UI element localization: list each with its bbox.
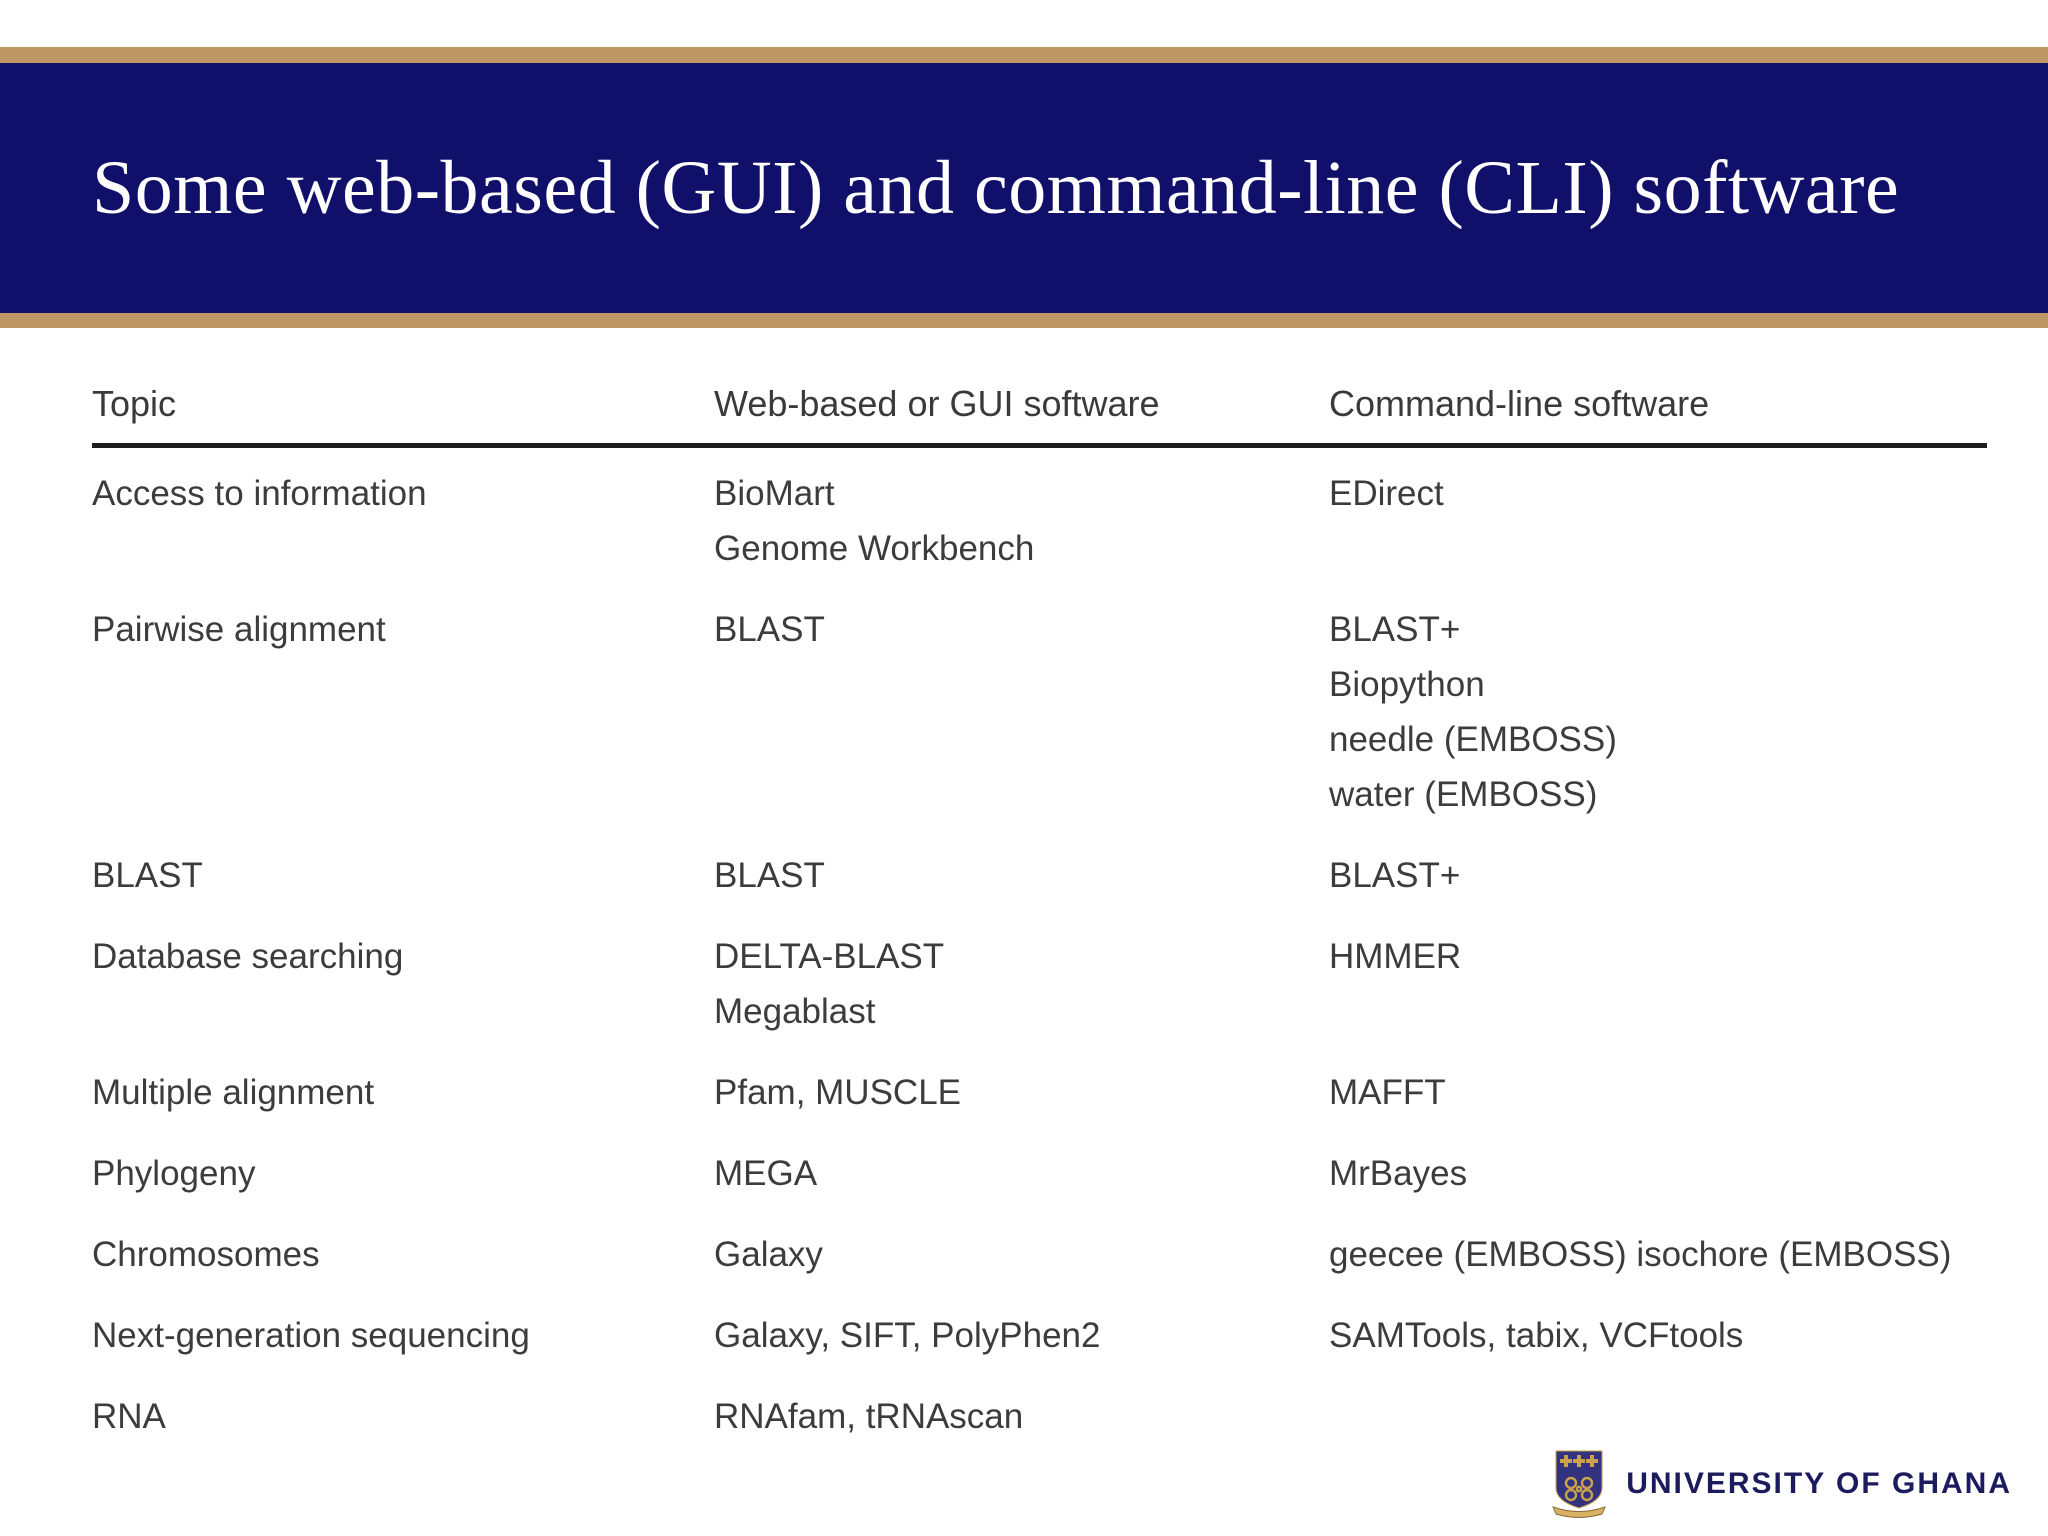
software-table: Topic Web-based or GUI software Command-… bbox=[92, 383, 1987, 1470]
cli-software-cell: BLAST+ Biopython needle (EMBOSS) water (EMB… bbox=[1329, 602, 1987, 822]
cell-line: HMMER bbox=[1329, 937, 1462, 976]
cell-line: Galaxy, SIFT, PolyPhen2 bbox=[714, 1316, 1101, 1355]
cell-line: Megablast bbox=[714, 992, 876, 1031]
cell-line: Galaxy bbox=[714, 1235, 823, 1274]
cell-line: Chromosomes bbox=[92, 1235, 320, 1274]
column-header-cli: Command-line software bbox=[1329, 383, 1710, 424]
column-header-gui: Web-based or GUI software bbox=[714, 383, 1160, 424]
cell-line: geecee (EMBOSS) isochore (EMBOSS) bbox=[1329, 1235, 1952, 1274]
cell-line: Database searching bbox=[92, 937, 404, 976]
cell-line: SAMTools, tabix, VCFtools bbox=[1329, 1316, 1744, 1355]
cell-line: BLAST bbox=[714, 610, 825, 649]
cell-line: RNAfam, tRNAscan bbox=[714, 1397, 1024, 1436]
gold-divider-bottom bbox=[0, 313, 2048, 328]
gui-software-cell: Galaxy, SIFT, PolyPhen2 bbox=[714, 1308, 1329, 1363]
cell-line: water (EMBOSS) bbox=[1329, 775, 1598, 814]
table-row: Phylogeny MEGA MrBayes bbox=[92, 1146, 1987, 1201]
cell-line: Next-generation sequencing bbox=[92, 1316, 530, 1355]
topic-cell: Next-generation sequencing bbox=[92, 1308, 714, 1363]
cli-software-cell: geecee (EMBOSS) isochore (EMBOSS) bbox=[1329, 1227, 1987, 1282]
cell-line: EDirect bbox=[1329, 474, 1444, 513]
cli-software-cell bbox=[1329, 1389, 1987, 1444]
topic-cell: Chromosomes bbox=[92, 1227, 714, 1282]
cli-software-cell: HMMER bbox=[1329, 929, 1987, 1039]
topic-cell: RNA bbox=[92, 1389, 714, 1444]
cell-line: Multiple alignment bbox=[92, 1073, 375, 1112]
table-header-row: Topic Web-based or GUI software Command-… bbox=[92, 383, 1987, 425]
cell-line: BLAST+ bbox=[1329, 856, 1461, 895]
table-row: RNA RNAfam, tRNAscan bbox=[92, 1389, 1987, 1444]
cli-software-cell: BLAST+ bbox=[1329, 848, 1987, 903]
gui-software-cell: Galaxy bbox=[714, 1227, 1329, 1282]
cell-line: Phylogeny bbox=[92, 1154, 256, 1193]
topic-cell: Database searching bbox=[92, 929, 714, 1039]
table-row: Database searching DELTA-BLAST Megablast HM… bbox=[92, 929, 1987, 1039]
table-row: Multiple alignment Pfam, MUSCLE MAFFT bbox=[92, 1065, 1987, 1120]
university-name: UNIVERSITY OF GHANA bbox=[1626, 1467, 2012, 1500]
cell-line: Pfam, MUSCLE bbox=[714, 1073, 961, 1112]
topic-cell: Phylogeny bbox=[92, 1146, 714, 1201]
table-row: BLAST BLAST BLAST+ bbox=[92, 848, 1987, 903]
cli-software-cell: MrBayes bbox=[1329, 1146, 1987, 1201]
cell-line: MAFFT bbox=[1329, 1073, 1446, 1112]
cell-line: DELTA-BLAST bbox=[714, 937, 945, 976]
cell-line: MEGA bbox=[714, 1154, 818, 1193]
gui-software-cell: BLAST bbox=[714, 602, 1329, 822]
cli-software-cell: MAFFT bbox=[1329, 1065, 1987, 1120]
topic-cell: Multiple alignment bbox=[92, 1065, 714, 1120]
gui-software-cell: Pfam, MUSCLE bbox=[714, 1065, 1329, 1120]
cell-line: Genome Workbench bbox=[714, 529, 1035, 568]
column-header-topic: Topic bbox=[92, 383, 177, 424]
university-shield-icon bbox=[1552, 1450, 1607, 1518]
topic-cell: Pairwise alignment bbox=[92, 602, 714, 822]
cli-software-cell: SAMTools, tabix, VCFtools bbox=[1329, 1308, 1987, 1363]
table-row: Chromosomes Galaxy geecee (EMBOSS) isochor… bbox=[92, 1227, 1987, 1282]
table-header-rule bbox=[92, 443, 1987, 448]
gui-software-cell: RNAfam, tRNAscan bbox=[714, 1389, 1329, 1444]
topic-cell: BLAST bbox=[92, 848, 714, 903]
gui-software-cell: MEGA bbox=[714, 1146, 1329, 1201]
gold-divider-top bbox=[0, 47, 2048, 63]
table-row: Pairwise alignment BLAST BLAST+ Biopython ne… bbox=[92, 602, 1987, 822]
cell-line: BioMart bbox=[714, 474, 835, 513]
cell-line: RNA bbox=[92, 1397, 166, 1436]
cell-line: MrBayes bbox=[1329, 1154, 1468, 1193]
cell-line: BLAST+ bbox=[1329, 610, 1461, 649]
cell-line: Biopython bbox=[1329, 665, 1485, 704]
title-banner: Some web-based (GUI) and command-line (C… bbox=[0, 63, 2048, 313]
university-logo: UNIVERSITY OF GHANA bbox=[1552, 1450, 2012, 1518]
cli-software-cell: EDirect bbox=[1329, 466, 1987, 576]
slide-title: Some web-based (GUI) and command-line (C… bbox=[92, 145, 1900, 230]
cell-line: Access to information bbox=[92, 474, 427, 513]
cell-line: BLAST bbox=[714, 856, 825, 895]
gui-software-cell: BLAST bbox=[714, 848, 1329, 903]
cell-line: needle (EMBOSS) bbox=[1329, 720, 1617, 759]
cell-line: BLAST bbox=[92, 856, 203, 895]
gui-software-cell: DELTA-BLAST Megablast bbox=[714, 929, 1329, 1039]
table-row: Next-generation sequencing Galaxy, SIFT, … bbox=[92, 1308, 1987, 1363]
cell-line: Pairwise alignment bbox=[92, 610, 386, 649]
topic-cell: Access to information bbox=[92, 466, 714, 576]
